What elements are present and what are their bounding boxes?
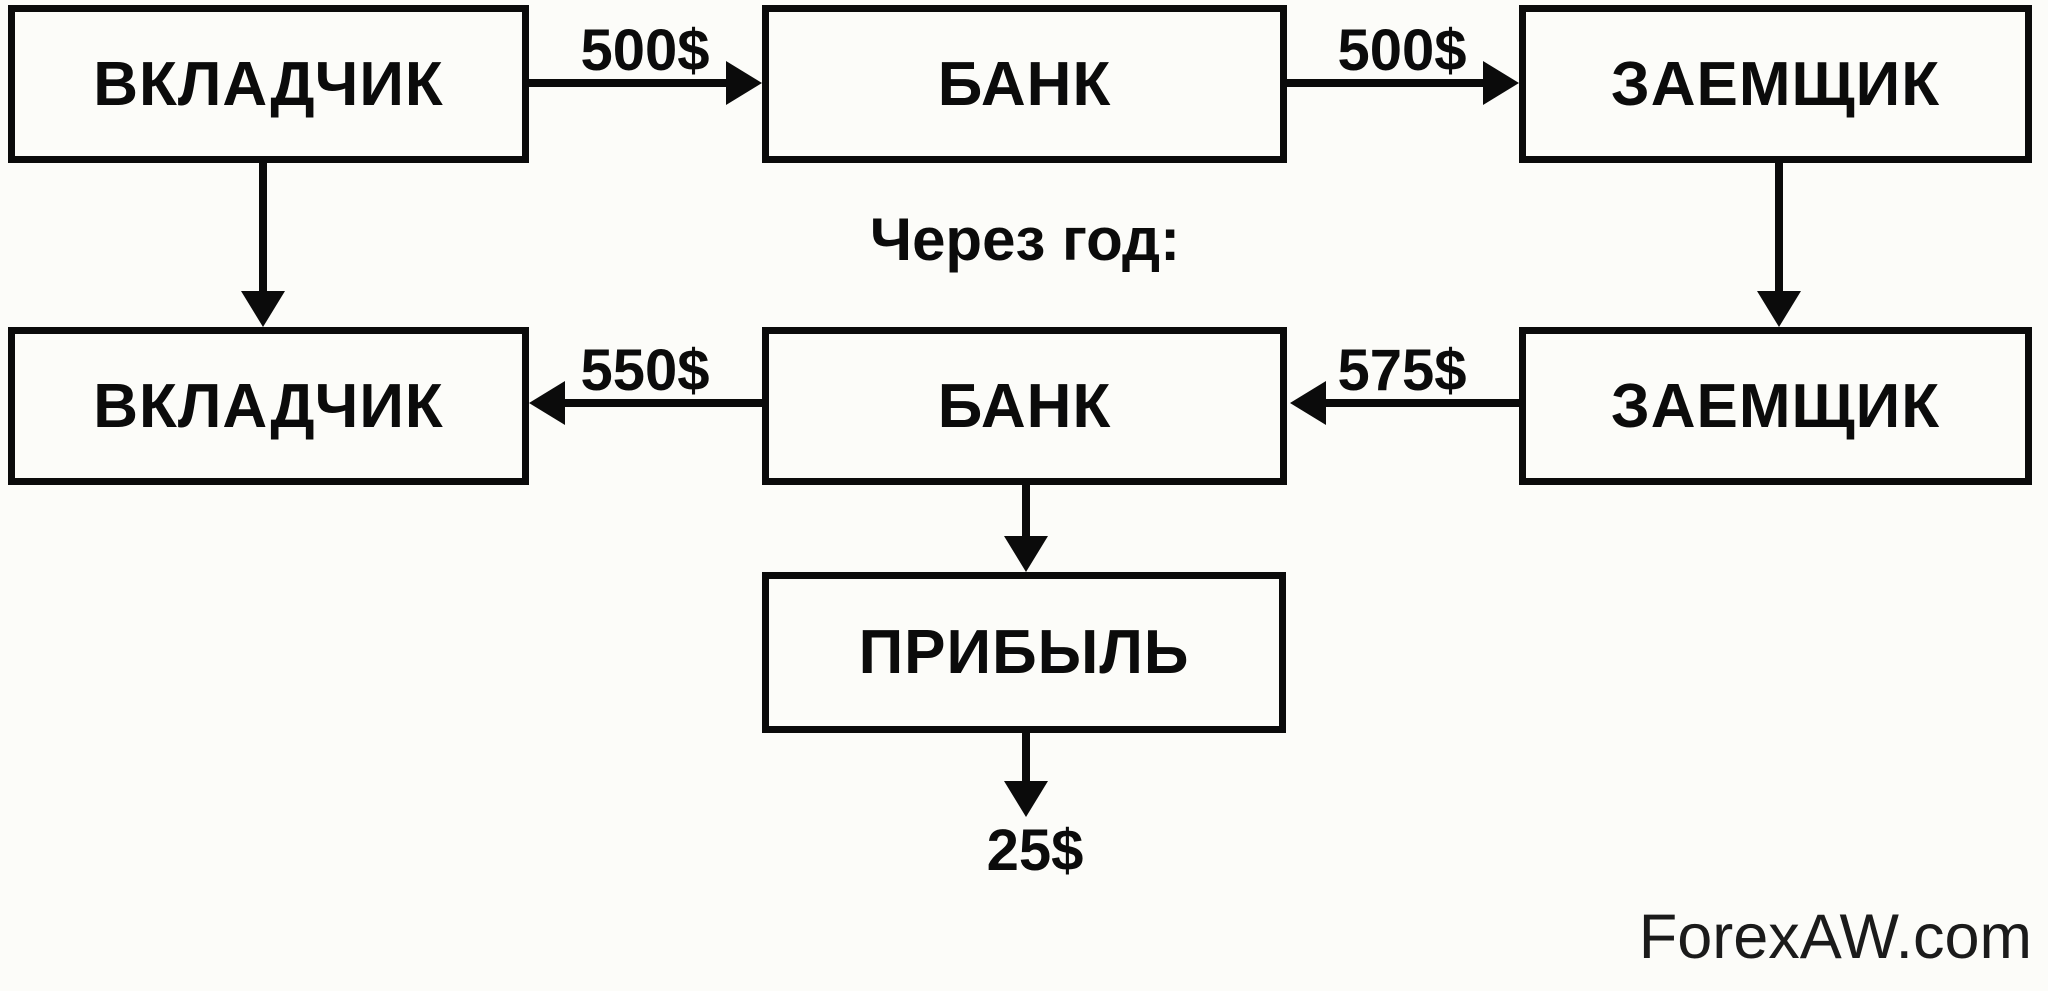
- arrow-borrower-time-head-icon: [1757, 291, 1801, 327]
- node-bank-bottom: БАНК: [762, 327, 1287, 485]
- arrow-deposit-label: 500$: [580, 18, 710, 83]
- arrow-borrower-time-line: [1775, 163, 1783, 293]
- node-borrower-bottom: ЗАЕМЩИК: [1519, 327, 2032, 485]
- node-bank-bottom-label: БАНК: [937, 371, 1112, 441]
- arrow-deposit-head-icon: [726, 61, 762, 105]
- arrow-depositor-time-head-icon: [241, 291, 285, 327]
- arrow-loan-label: 500$: [1337, 18, 1467, 83]
- profit-amount-label: 25$: [986, 818, 1084, 883]
- arrow-deposit-line: [528, 79, 728, 87]
- node-borrower-top-label: ЗАЕМЩИК: [1610, 49, 1941, 119]
- arrow-payout-label: 550$: [580, 338, 710, 403]
- arrow-profit-amount-head-icon: [1004, 781, 1048, 817]
- node-profit-label: ПРИБЫЛЬ: [858, 618, 1190, 687]
- node-depositor-top-label: ВКЛАДЧИК: [93, 49, 444, 119]
- arrow-depositor-time-line: [259, 163, 267, 293]
- arrow-bank-profit-line: [1022, 485, 1030, 537]
- arrow-repayment-line: [1322, 399, 1519, 407]
- node-profit: ПРИБЫЛЬ: [762, 572, 1286, 733]
- node-bank-top: БАНК: [762, 5, 1287, 163]
- arrow-repayment-head-icon: [1290, 381, 1326, 425]
- section-title: Через год:: [869, 206, 1181, 273]
- arrow-repayment-label: 575$: [1337, 338, 1467, 403]
- arrow-loan-line: [1286, 79, 1486, 87]
- node-borrower-top: ЗАЕМЩИК: [1519, 5, 2032, 163]
- arrow-payout-head-icon: [529, 381, 565, 425]
- arrow-loan-head-icon: [1483, 61, 1519, 105]
- watermark-text: ForexAW.com: [1638, 902, 2032, 972]
- node-depositor-bottom-label: ВКЛАДЧИК: [93, 371, 444, 441]
- node-bank-top-label: БАНК: [937, 49, 1112, 119]
- arrow-bank-profit-head-icon: [1004, 536, 1048, 572]
- node-depositor-bottom: ВКЛАДЧИК: [8, 327, 529, 485]
- arrow-payout-line: [561, 399, 762, 407]
- arrow-profit-amount-line: [1022, 733, 1030, 783]
- node-depositor-top: ВКЛАДЧИК: [8, 5, 529, 163]
- node-borrower-bottom-label: ЗАЕМЩИК: [1610, 371, 1941, 441]
